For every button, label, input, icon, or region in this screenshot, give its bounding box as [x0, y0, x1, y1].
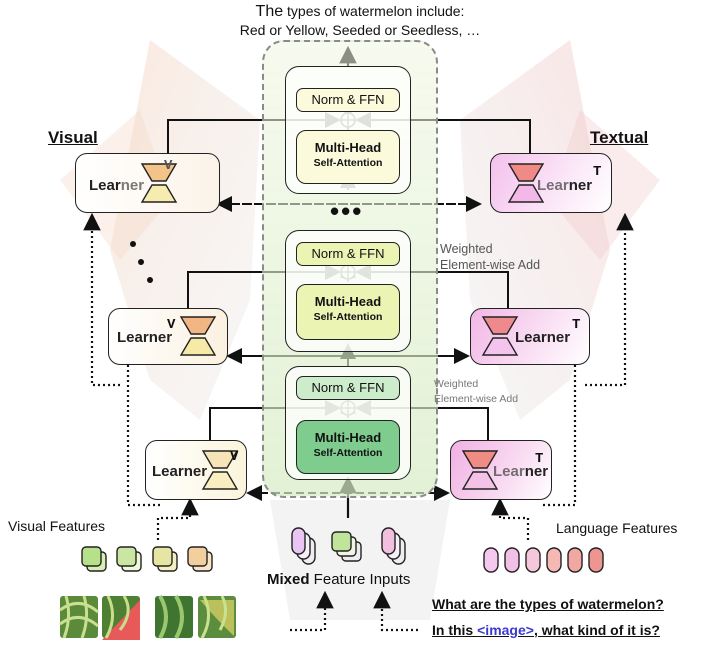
textual-learner-middle-sup: T: [572, 317, 581, 333]
visual-feature-tokens: [81, 546, 213, 572]
mha-top-line1: Multi-Head: [314, 140, 382, 155]
visual-learner-bottom-suffix: ner: [183, 463, 208, 480]
norm-ffn-top: Norm & FFN: [296, 88, 400, 112]
mixed-features-rest: Feature Inputs: [309, 571, 411, 588]
answer-text: The types of watermelon include:: [250, 3, 470, 21]
weighted-add-upper-line2: Element-wise Add: [440, 258, 541, 272]
visual-learner-top: Learner V: [75, 153, 220, 213]
textual-learner-middle: Learner T: [470, 308, 590, 365]
visual-features-label: Visual Features: [8, 518, 106, 534]
mixed-feature-tokens: [291, 527, 406, 565]
visual-label: Visual: [48, 128, 98, 147]
norm-ffn-bottom: Norm & FFN: [296, 376, 400, 400]
textual-learner-top-hourglass-icon: [507, 163, 545, 203]
weighted-add-lower-line1: Weighted: [434, 378, 479, 390]
textual-learner-middle-prefix: Lear: [515, 329, 547, 346]
visual-learner-top-sup: V: [164, 158, 173, 174]
mixed-features-label: Mixed Feature Inputs: [267, 571, 410, 588]
textual-learner-bottom: Learner T: [450, 440, 552, 500]
answer-line2: Red or Yellow, Seeded or Seedless, …: [239, 22, 481, 38]
visual-learner-bottom-prefix: Lear: [152, 463, 184, 480]
textual-learner-top-sup: T: [593, 164, 602, 180]
textual-learner-top-suffix: ner: [568, 177, 593, 194]
watermelon-images: [59, 595, 236, 640]
ellipsis-dots: [130, 241, 153, 283]
visual-learner-bottom-sup: V: [230, 449, 239, 465]
weighted-add-label-upper: Weighted Element-wise Add: [440, 241, 540, 273]
visual-learner-bottom-hourglass-icon: [201, 450, 239, 490]
textual-learner-bottom-sup: T: [535, 451, 544, 467]
language-feature-tokens: [483, 547, 604, 573]
question-2-image-token: <image>: [477, 622, 534, 638]
mha-middle: Multi-Head Self-Attention: [296, 284, 400, 340]
visual-learner-middle: Learner V: [108, 308, 228, 365]
question-2-prefix: In this: [432, 622, 478, 638]
mha-bottom-line2: Self-Attention: [313, 447, 383, 459]
textual-learner-middle-hourglass-icon: [481, 316, 519, 356]
visual-learner-middle-prefix: Lear: [117, 329, 149, 346]
answer-line1: types of watermelon include:: [283, 3, 465, 19]
weighted-add-lower-line2: Element-wise Add: [434, 393, 519, 405]
textual-learner-bottom-hourglass-icon: [461, 450, 499, 490]
weighted-add-label-lower: Weighted Element-wise Add: [434, 377, 518, 407]
visual-learner-middle-hourglass-icon: [179, 316, 217, 356]
textual-label: Textual: [590, 128, 649, 147]
visual-learner-top-prefix: Lear: [89, 177, 121, 194]
mha-middle-line2: Self-Attention: [313, 311, 383, 323]
textual-learner-top-prefix: Lear: [537, 177, 569, 194]
visual-learner-bottom: Learner V: [145, 440, 247, 500]
mha-top: Multi-Head Self-Attention: [296, 130, 400, 184]
question-1: What are the types of watermelon?: [432, 596, 664, 612]
mha-top-line2: Self-Attention: [313, 157, 383, 169]
textual-learner-middle-suffix: ner: [546, 329, 571, 346]
layer-ellipsis: •••: [330, 196, 364, 226]
visual-learner-top-hourglass-icon: [140, 163, 178, 203]
norm-ffn-middle: Norm & FFN: [296, 242, 400, 266]
visual-learner-top-suffix: ner: [120, 177, 145, 194]
language-features-label: Language Features: [556, 520, 678, 536]
question-2-suffix: , what kind of it is?: [533, 622, 660, 638]
textual-learner-top: Learner T: [490, 153, 612, 213]
visual-learner-middle-suffix: ner: [148, 329, 173, 346]
question-2: In this <image>, what kind of it is?: [432, 622, 660, 638]
visual-learner-middle-sup: V: [167, 317, 176, 333]
weighted-add-upper-line1: Weighted: [440, 242, 493, 256]
textual-learner-bottom-suffix: ner: [524, 463, 549, 480]
textual-learner-bottom-prefix: Lear: [493, 463, 525, 480]
answer-prefix: The: [255, 3, 284, 20]
mha-bottom: Multi-Head Self-Attention: [296, 420, 400, 474]
mha-bottom-line1: Multi-Head: [314, 430, 382, 445]
mixed-features-bold: Mixed: [267, 571, 310, 588]
mha-middle-line1: Multi-Head: [314, 294, 382, 309]
